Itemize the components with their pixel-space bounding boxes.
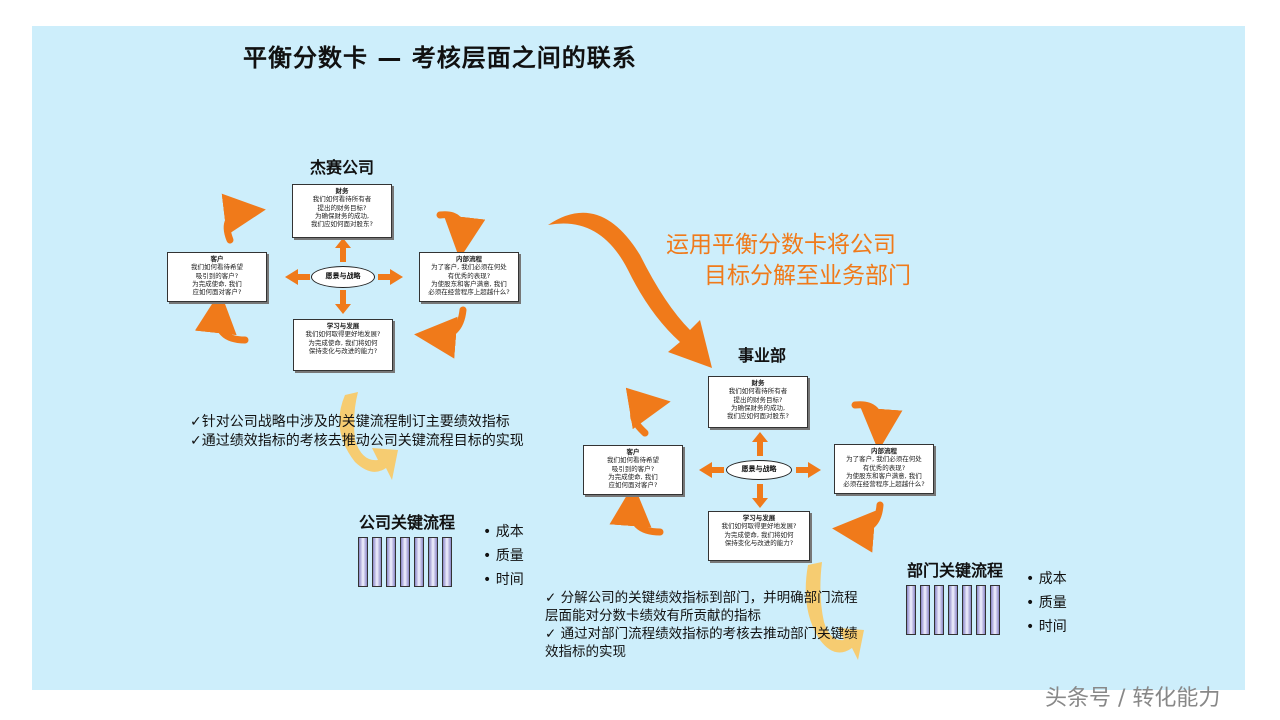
division-customer-line: 我们如何看待希望 xyxy=(607,456,659,465)
division-check-item: 层面能对分数卡绩效有所贡献的指标 xyxy=(545,608,761,624)
annotation-line-2: 目标分解至业务部门 xyxy=(704,263,911,289)
division-check-item: ✓ 通过对部门流程绩效指标的考核去推动部门关键绩 xyxy=(545,626,858,642)
bullet-item: • 质量 xyxy=(1026,595,1067,611)
division-finance-line: 我们应如何面对股东? xyxy=(727,412,789,421)
division-customer-line: 吸引到的客户? xyxy=(611,464,655,473)
company-internal-line: 有优秀的表现? xyxy=(447,271,491,280)
division-finance-title: 财务 xyxy=(751,379,765,387)
process-bar xyxy=(358,537,368,587)
company-customer-line: 应如何面对客户? xyxy=(192,288,242,297)
process-bar xyxy=(414,537,424,587)
company-learning-line: 我们如何取得更好地发展? xyxy=(305,330,381,339)
company-customer-line: 为完成使命, 我们 xyxy=(192,279,242,288)
process-bar xyxy=(442,537,452,587)
company-customer-box: 客户 我们如何看待希望 吸引到的客户? 为完成使命, 我们 应如何面对客户? xyxy=(167,252,267,302)
company-learning-line: 保持变化与改进的能力? xyxy=(308,346,378,355)
division-customer-title: 客户 xyxy=(626,448,640,456)
company-process-bars xyxy=(358,537,452,587)
company-finance-line: 我们如何看待所有者 xyxy=(312,195,372,204)
slide-background xyxy=(32,26,1245,690)
bullet-item: • 时间 xyxy=(1026,619,1067,635)
company-finance-line: 为确保财务的成功, xyxy=(314,211,370,220)
process-bar xyxy=(976,585,986,635)
division-customer-box: 客户 我们如何看待希望 吸引到的客户? 为完成使命, 我们 应如何面对客户? xyxy=(583,445,683,495)
bullet-item: • 时间 xyxy=(483,572,524,588)
company-label: 杰赛公司 xyxy=(310,158,375,177)
bullet-item: • 质量 xyxy=(483,548,524,564)
process-bar xyxy=(934,585,944,635)
process-bar xyxy=(906,585,916,635)
company-process-label: 公司关键流程 xyxy=(359,513,456,532)
bullet-item: • 成本 xyxy=(483,524,524,540)
division-learning-line: 保持变化与改进的能力? xyxy=(724,538,794,547)
division-checklist: ✓ 分解公司的关键绩效指标到部门，并明确部门流程 层面能对分数卡绩效有所贡献的指… xyxy=(545,589,858,661)
division-internal-line: 为了客户, 我们必须在何处 xyxy=(846,455,922,464)
process-bar xyxy=(400,537,410,587)
company-internal-line: 为了客户, 我们必须在何处 xyxy=(431,263,507,272)
company-finance-line: 提出的财务目标? xyxy=(317,203,367,212)
process-bar xyxy=(386,537,396,587)
division-finance-line: 我们如何看待所有者 xyxy=(728,387,788,396)
division-label: 事业部 xyxy=(738,346,787,365)
division-finance-line: 为确保财务的成功, xyxy=(730,403,786,412)
division-check-item: ✓ 分解公司的关键绩效指标到部门，并明确部门流程 xyxy=(545,590,858,606)
division-bullets: • 成本 • 质量 • 时间 xyxy=(1026,567,1067,639)
process-bar xyxy=(948,585,958,635)
company-customer-line: 我们如何看待希望 xyxy=(191,263,243,272)
division-learning-box: 学习与发展 我们如何取得更好地发展? 为完成使命, 我们将如何 保持变化与改进的… xyxy=(708,511,810,561)
process-bar xyxy=(428,537,438,587)
division-finance-line: 提出的财务目标? xyxy=(733,395,783,404)
company-internal-line: 为使股东和客户满意, 我们 xyxy=(431,279,507,288)
division-learning-line: 我们如何取得更好地发展? xyxy=(721,522,797,531)
process-bar xyxy=(372,537,382,587)
division-check-item: 效指标的实现 xyxy=(545,644,626,660)
division-customer-line: 应如何面对客户? xyxy=(608,481,658,490)
company-bullets: • 成本 • 质量 • 时间 xyxy=(483,520,524,592)
process-bar xyxy=(920,585,930,635)
division-internal-box: 内部流程 为了客户, 我们必须在何处 有优秀的表现? 为使股东和客户满意, 我们… xyxy=(834,444,934,494)
division-process-label: 部门关键流程 xyxy=(907,561,1004,580)
division-learning-line: 为完成使命, 我们将如何 xyxy=(724,530,794,539)
company-finance-box: 财务 我们如何看待所有者 提出的财务目标? 为确保财务的成功, 我们应如何面对股… xyxy=(292,184,392,238)
watermark: 头条号 / 转化能力 xyxy=(1045,686,1221,711)
company-internal-box: 内部流程 为了客户, 我们必须在何处 有优秀的表现? 为使股东和客户满意, 我们… xyxy=(419,252,519,302)
division-process-bars xyxy=(906,585,1000,635)
division-internal-line: 有优秀的表现? xyxy=(862,463,906,472)
division-vision-oval: 愿景与战略 xyxy=(726,460,792,480)
company-learning-title: 学习与发展 xyxy=(326,322,360,330)
division-internal-line: 为使股东和客户满意, 我们 xyxy=(846,471,922,480)
division-internal-line: 必须在经营程序上超越什么? xyxy=(843,480,925,489)
company-learning-box: 学习与发展 我们如何取得更好地发展? 为完成使命, 我们将如何 保持变化与改进的… xyxy=(293,319,393,371)
page-title: 平衡分数卡 — 考核层面之间的联系 xyxy=(243,44,637,72)
division-customer-line: 为完成使命, 我们 xyxy=(608,472,658,481)
company-check-item: ✓通过绩效指标的考核去推动公司关键流程目标的实现 xyxy=(190,433,524,449)
annotation-line-1: 运用平衡分数卡将公司 xyxy=(666,232,896,258)
company-internal-title: 内部流程 xyxy=(456,255,482,263)
company-vision-oval: 愿景与战略 xyxy=(311,266,375,288)
company-customer-line: 吸引到的客户? xyxy=(195,271,239,280)
bullet-item: • 成本 xyxy=(1026,571,1067,587)
division-learning-title: 学习与发展 xyxy=(742,514,776,522)
company-customer-title: 客户 xyxy=(210,255,224,263)
company-finance-title: 财务 xyxy=(335,187,349,195)
division-finance-box: 财务 我们如何看待所有者 提出的财务目标? 为确保财务的成功, 我们应如何面对股… xyxy=(708,376,808,428)
company-learning-line: 为完成使命, 我们将如何 xyxy=(308,338,378,347)
process-bar xyxy=(962,585,972,635)
company-check-item: ✓针对公司战略中涉及的关键流程制订主要绩效指标 xyxy=(190,414,510,430)
company-checklist: ✓针对公司战略中涉及的关键流程制订主要绩效指标 ✓通过绩效指标的考核去推动公司关… xyxy=(190,413,524,451)
company-internal-line: 必须在经营程序上超越什么? xyxy=(428,288,510,297)
process-bar xyxy=(990,585,1000,635)
division-internal-title: 内部流程 xyxy=(871,447,897,455)
company-finance-line: 我们应如何面对股东? xyxy=(311,220,373,229)
